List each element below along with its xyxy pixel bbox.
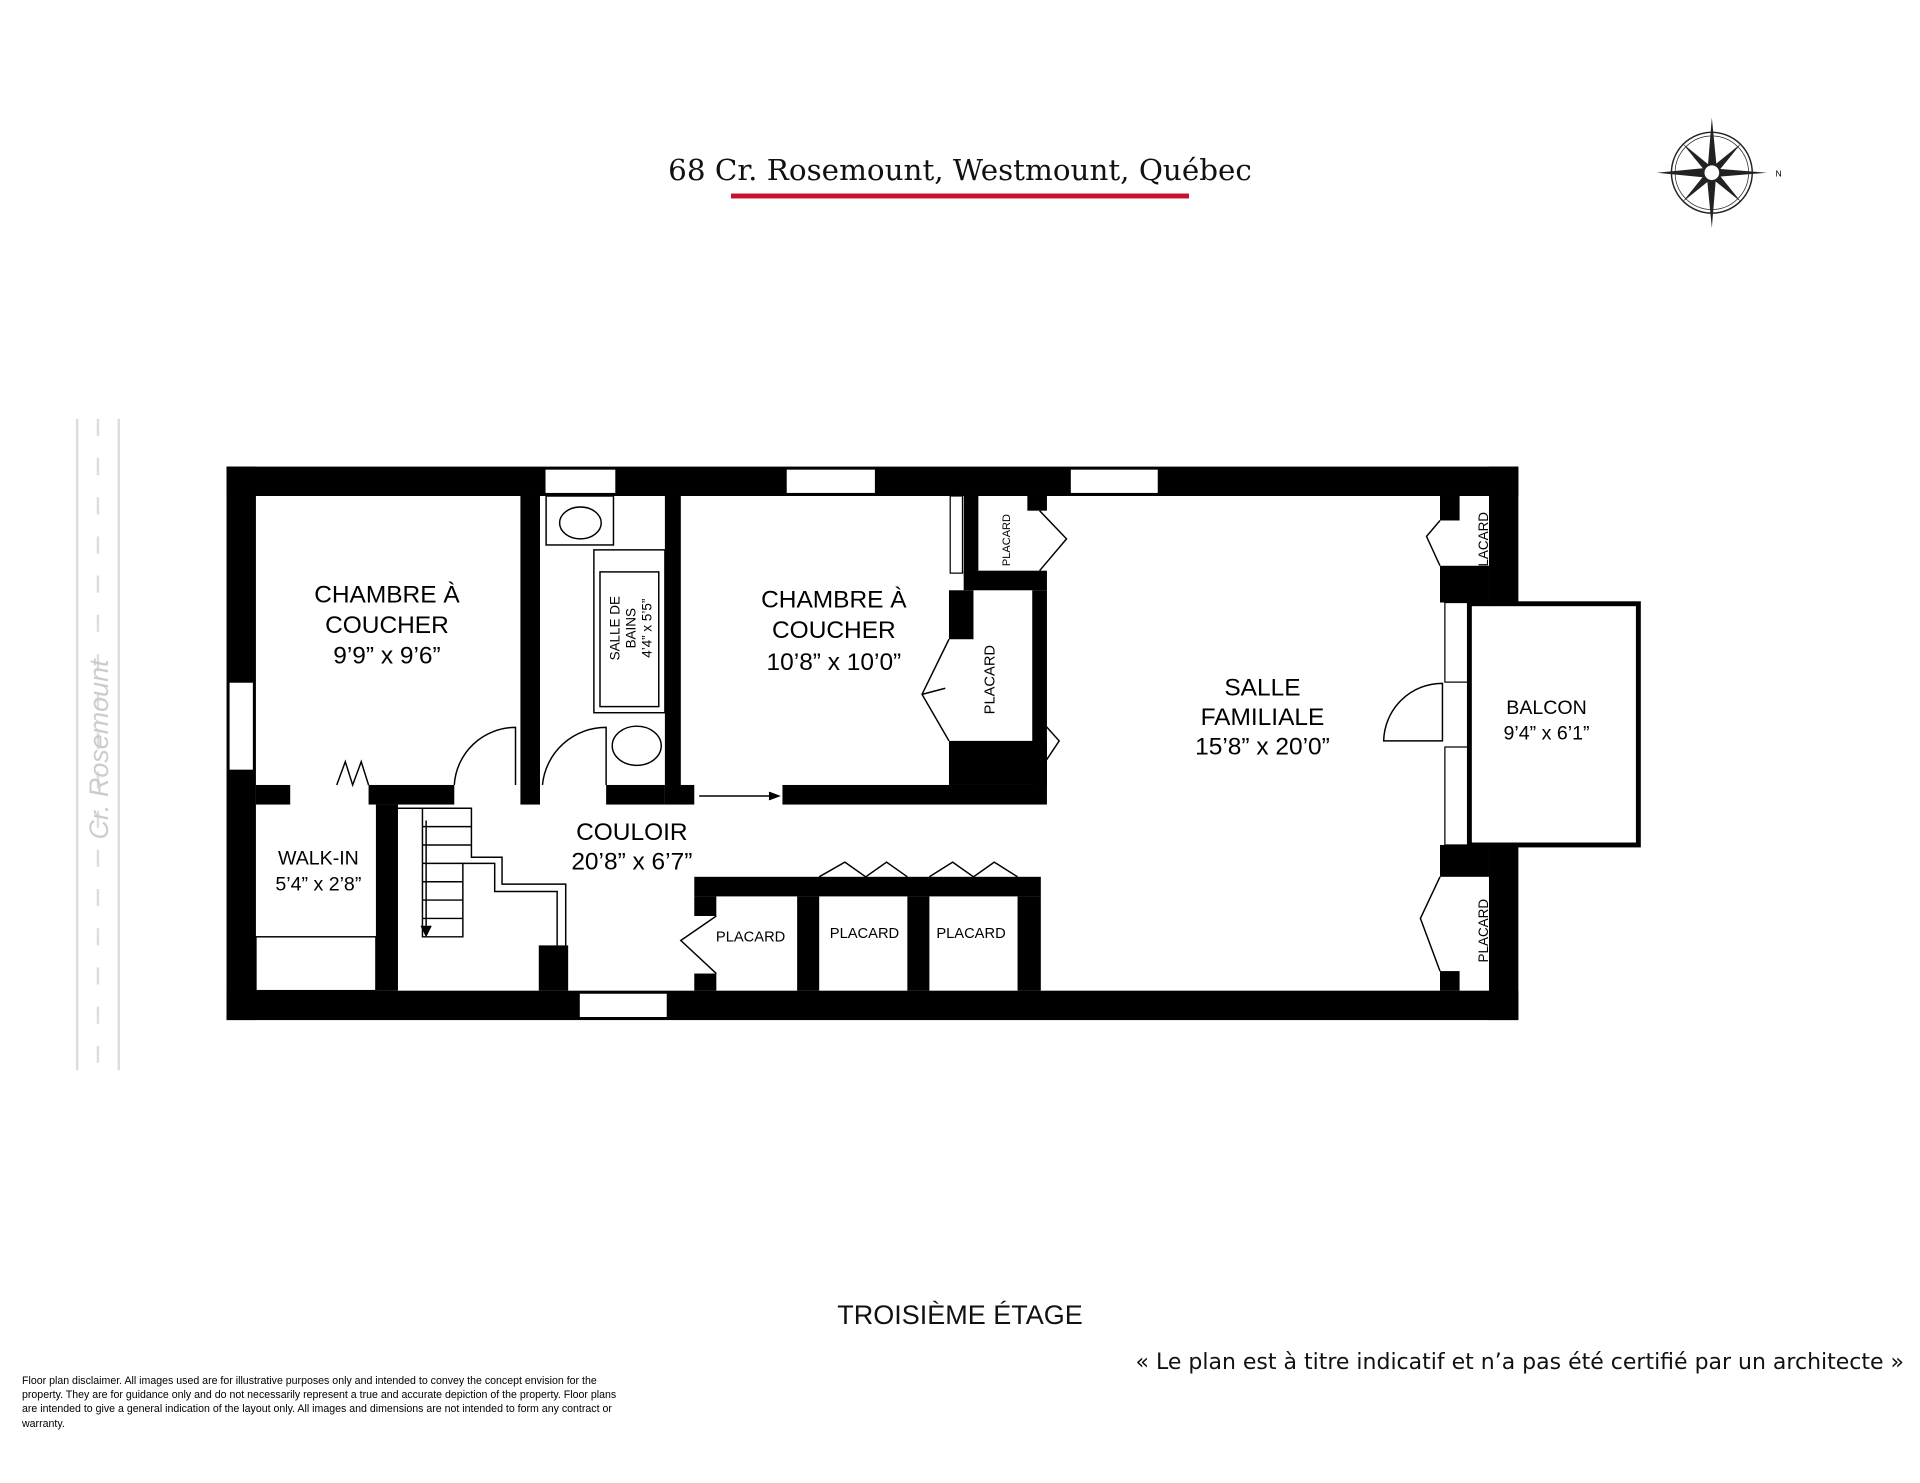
bathroom-dims: 4’4” x 5’5” [639, 599, 654, 658]
floor-plan-disclaimer: Floor plan disclaimer. All images used a… [22, 1375, 617, 1430]
closet-label: PLACARD [1476, 899, 1491, 963]
bedroom2-label-2: COUCHER [772, 617, 896, 644]
closet-label: PLACARD [936, 926, 1005, 942]
street-label: Cr. Rosemount [84, 658, 114, 840]
walkin-label: WALK-IN [278, 848, 359, 870]
corridor-label: COULOIR [576, 819, 687, 846]
bedroom1-label: CHAMBRE À [314, 582, 460, 609]
floor-name: TROISIÈME ÉTAGE [837, 1300, 1083, 1330]
disclaimer-note-fr: « Le plan est à titre indicatif et n’a p… [1135, 1350, 1904, 1375]
closet-label: PLACARD [1001, 514, 1013, 566]
street: Cr. Rosemount [75, 418, 120, 1071]
bathroom-label-2: BAINS [624, 608, 639, 648]
bedroom1-dims: 9’9” x 9’6” [333, 643, 440, 670]
balcony-outline [1466, 601, 1641, 848]
title-underline [731, 193, 1189, 199]
bedroom2-label: CHAMBRE À [761, 586, 907, 613]
balcony-dims: 9’4” x 6’1” [1504, 723, 1590, 745]
closet-label: PLACARD [830, 926, 899, 942]
windows [228, 468, 1470, 1019]
family-room-label-2: FAMILIALE [1201, 704, 1325, 731]
corridor-dims: 20’8” x 6’7” [571, 848, 692, 875]
balcony-label: BALCON [1506, 697, 1587, 719]
compass-icon: N [1656, 117, 1782, 228]
family-room-label: SALLE [1224, 675, 1300, 702]
bathroom-label: SALLE DE [608, 596, 623, 660]
property-title: 68 Cr. Rosemount, Westmount, Québec [668, 153, 1252, 187]
family-room-dims: 15’8” x 20’0” [1195, 733, 1330, 760]
closet-label: PLACARD [1476, 512, 1491, 576]
svg-text:N: N [1776, 168, 1782, 178]
closet-label: PLACARD [716, 930, 785, 946]
fixtures [255, 495, 1444, 992]
bedroom1-label-2: COUCHER [325, 612, 449, 639]
bedroom2-dims: 10’8” x 10’0” [767, 649, 902, 676]
closet-label: PLACARD [982, 645, 998, 714]
walkin-dims: 5’4” x 2’8” [275, 873, 361, 895]
